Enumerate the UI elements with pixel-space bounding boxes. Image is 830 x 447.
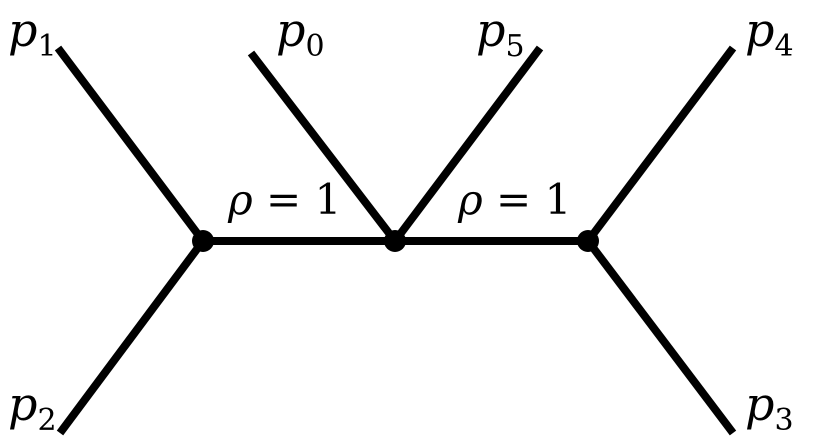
- edge-v1-p1: [54, 45, 207, 244]
- label-p1-base: p: [8, 3, 37, 57]
- vertex-center: [384, 230, 406, 252]
- edge-label-left-value: 1: [315, 175, 342, 224]
- edge-label-right-value: 1: [545, 175, 572, 224]
- label-p3-base: p: [745, 377, 774, 431]
- label-p1-index: 1: [37, 29, 56, 64]
- label-p0-base: p: [276, 3, 305, 57]
- label-p4-base: p: [745, 3, 774, 57]
- edge-label-left: ρ = 1: [227, 175, 341, 224]
- edge-v1-p2: [56, 238, 207, 436]
- label-p2-base: p: [8, 377, 37, 431]
- label-p5-index: 5: [505, 29, 524, 64]
- edge-label-right: ρ = 1: [457, 175, 571, 224]
- label-p1: p1: [8, 3, 57, 64]
- label-p2: p2: [8, 377, 57, 438]
- label-p3: p3: [745, 377, 794, 438]
- edge-v3-p4: [584, 45, 737, 244]
- edge-v2-p0: [247, 50, 399, 244]
- edge-v2-p5: [391, 45, 544, 244]
- label-p4-index: 4: [774, 29, 793, 64]
- label-p4: p4: [745, 3, 794, 64]
- edge-label-right-symbol: ρ: [457, 175, 483, 224]
- label-p5-base: p: [476, 3, 505, 57]
- vertex-left: [192, 230, 214, 252]
- edge-v3-p3: [584, 238, 737, 436]
- edge-label-left-symbol: ρ: [227, 175, 253, 224]
- label-p5: p5: [476, 3, 525, 64]
- label-p2-index: 2: [37, 403, 56, 438]
- label-p3-index: 3: [774, 403, 793, 438]
- edge-label-right-op: =: [483, 175, 545, 224]
- label-p0-index: 0: [305, 29, 324, 64]
- label-p0: p0: [276, 3, 325, 64]
- edge-label-left-op: =: [253, 175, 315, 224]
- vertex-right: [577, 230, 599, 252]
